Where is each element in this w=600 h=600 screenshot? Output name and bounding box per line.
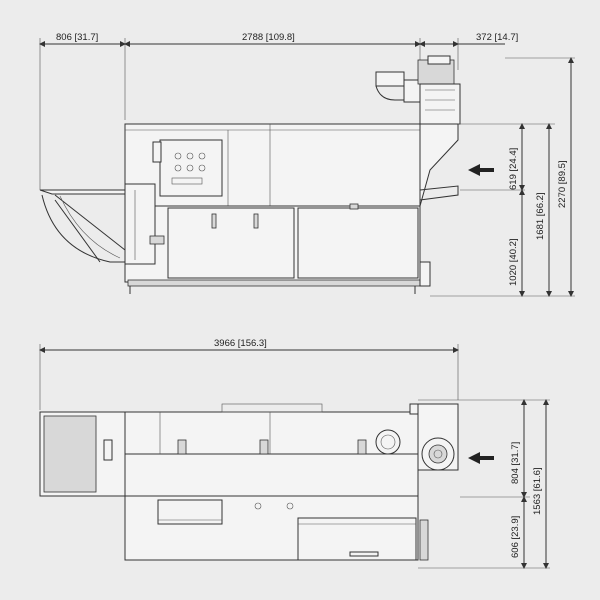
top-infeed-conveyor [39, 411, 126, 497]
dim-inlet-height: 619 [24.4] [508, 123, 525, 191]
svg-text:619 [24.4]: 619 [24.4] [508, 148, 519, 190]
dim-table-height: 1020 [40.2] [508, 189, 525, 297]
svg-text:804 [31.7]: 804 [31.7] [510, 442, 521, 484]
svg-text:1681 [66.2]: 1681 [66.2] [535, 192, 546, 240]
svg-text:1020 [40.2]: 1020 [40.2] [508, 238, 519, 286]
svg-text:606 [23.9]: 606 [23.9] [510, 516, 521, 558]
fan-motor-unit [375, 55, 461, 125]
dim-body-height: 1681 [66.2] [535, 123, 552, 297]
control-panel [159, 139, 223, 197]
top-fan [417, 403, 459, 471]
top-inlet-arrow [468, 452, 494, 464]
svg-text:2788 [109.8]: 2788 [109.8] [242, 32, 295, 43]
dim-total-height: 2270 [89.5] [557, 57, 574, 297]
svg-text:372 [14.7]: 372 [14.7] [476, 32, 518, 43]
dim-lower-width: 606 [23.9] [510, 496, 527, 569]
dim-inlet-offset: 804 [31.7] [510, 399, 527, 498]
infeed-conveyor [39, 183, 165, 265]
machine-housing [124, 123, 459, 207]
top-body [124, 403, 419, 497]
side-view: 806 [31.7] 2788 [109.8] 372 [14.7] [39, 32, 575, 297]
top-lower-frame [124, 495, 429, 561]
lower-tank [124, 203, 431, 294]
side-inlet-arrow [468, 164, 494, 176]
dim-total-length: 3966 [156.3] [39, 338, 459, 353]
svg-text:1563 [61.6]: 1563 [61.6] [532, 467, 543, 515]
dim-right-overhang: 372 [14.7] [419, 32, 518, 47]
svg-text:3966 [156.3]: 3966 [156.3] [214, 338, 267, 349]
dim-left-overhang: 806 [31.7] [39, 32, 126, 47]
svg-text:2270 [89.5]: 2270 [89.5] [557, 160, 568, 208]
top-view: 3966 [156.3] [39, 338, 550, 569]
dim-body-length: 2788 [109.8] [124, 32, 421, 47]
dim-total-width: 1563 [61.6] [532, 399, 549, 569]
svg-text:806 [31.7]: 806 [31.7] [56, 32, 98, 43]
